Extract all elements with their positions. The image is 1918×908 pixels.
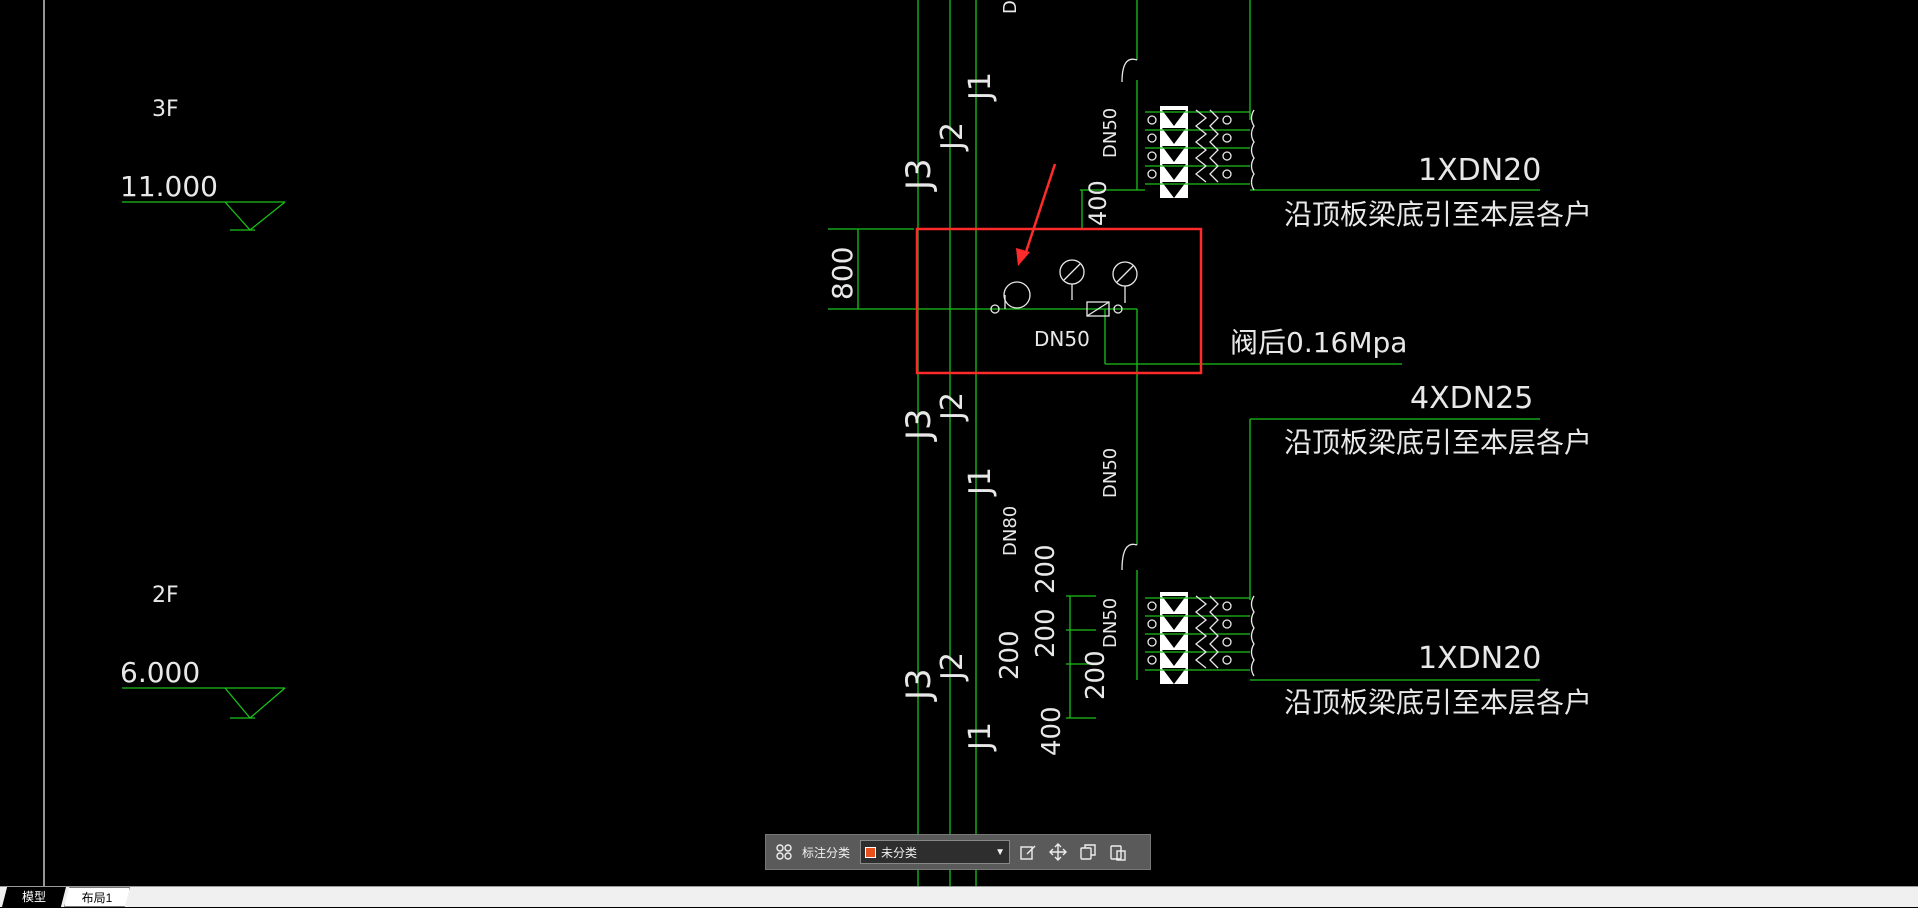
- branch-label-4xdn25: 4XDN25: [1410, 381, 1533, 416]
- dimension-line-800: [828, 228, 914, 310]
- route-note-b: 沿顶板梁底引至本层各户: [1284, 426, 1592, 459]
- highlight-box: [915, 227, 1203, 375]
- copy-icon[interactable]: [1076, 840, 1100, 864]
- dimension-stack-2f: [1066, 595, 1096, 719]
- riser-label-j1-a: J1: [963, 72, 998, 102]
- route-note-c: 沿顶板梁底引至本层各户: [1284, 686, 1592, 719]
- highlight-arrow: [1016, 163, 1057, 266]
- level-marker-2f: [122, 687, 286, 719]
- riser-label-j3-a: J3: [899, 158, 939, 192]
- annotation-toolbar: 标注分类 未分类 ▼: [765, 834, 1151, 870]
- floor-label-2f: 2F: [152, 583, 179, 608]
- riser-label-j1-b: J1: [963, 467, 998, 497]
- grid-icon[interactable]: [772, 840, 796, 864]
- dimension-800: 800: [826, 247, 859, 300]
- riser-label-j3-b: J3: [899, 408, 939, 442]
- pipe-size-dn50-a: DN50: [1100, 108, 1121, 158]
- elevation-2f: 6.000: [120, 656, 200, 689]
- edit-icon[interactable]: [1016, 840, 1040, 864]
- riser-label-j1-c: J1: [963, 722, 998, 752]
- branch-pipe-3f: [1080, 0, 1540, 230]
- branch-pipe-2f: [1121, 500, 1540, 681]
- drawing-canvas[interactable]: 3F 11.000 2F 6.000 J3 J2 J1 J3 J2 J1 J3 …: [0, 0, 1918, 886]
- dimension-200-a: 200: [1031, 544, 1061, 594]
- floor-label-3f: 3F: [152, 97, 179, 122]
- chevron-down-icon: ▼: [995, 846, 1006, 858]
- pipe-size-top: DN: [1000, 0, 1021, 14]
- riser-label-j2-c: J2: [935, 652, 970, 682]
- water-meter-bank-3f: [1145, 106, 1255, 198]
- category-color-swatch: [865, 846, 877, 858]
- riser-label-j2-a: J2: [935, 122, 970, 152]
- paste-icon[interactable]: [1106, 840, 1130, 864]
- dimension-400-a: 400: [1084, 180, 1112, 226]
- riser-label-j2-b: J2: [935, 392, 970, 422]
- route-note-a: 沿顶板梁底引至本层各户: [1284, 198, 1592, 231]
- elevation-3f: 11.000: [120, 170, 218, 203]
- dimension-200-b: 200: [1031, 608, 1061, 658]
- pipe-size-dn50-c: DN50: [1100, 598, 1121, 648]
- pressure-reducing-valve-assembly: [914, 259, 1402, 500]
- valve-pressure-note: 阀后0.16Mpa: [1230, 326, 1407, 359]
- move-icon[interactable]: [1046, 840, 1070, 864]
- riser-pipes: [917, 0, 977, 886]
- branch-label-1xdn20-b: 1XDN20: [1418, 641, 1541, 676]
- pipe-size-dn80: DN80: [1000, 506, 1021, 556]
- branch-label-1xdn20-a: 1XDN20: [1418, 153, 1541, 188]
- branch-pipe-4xdn25: [1249, 418, 1540, 600]
- dimension-400-b: 400: [1037, 706, 1067, 756]
- riser-label-j3-c: J3: [899, 668, 939, 702]
- pipe-size-dn50-valve: DN50: [1034, 327, 1090, 351]
- layout-tab-bar: 模型 布局1: [0, 886, 1918, 907]
- category-select[interactable]: 未分类 ▼: [860, 840, 1011, 864]
- pipe-size-dn50-b: DN50: [1100, 448, 1121, 498]
- category-label: 标注分类: [802, 845, 851, 860]
- category-value: 未分类: [881, 845, 918, 860]
- cad-drawing: 3F 11.000 2F 6.000 J3 J2 J1 J3 J2 J1 J3 …: [43, 0, 1592, 886]
- water-meter-bank-2f: [1145, 592, 1255, 684]
- level-marker-3f: [122, 201, 286, 231]
- dimension-200-c: 200: [1081, 650, 1111, 700]
- tab-model[interactable]: 模型: [2, 887, 66, 907]
- dimension-200-d: 200: [995, 630, 1025, 680]
- tab-layout1[interactable]: 布局1: [64, 887, 130, 907]
